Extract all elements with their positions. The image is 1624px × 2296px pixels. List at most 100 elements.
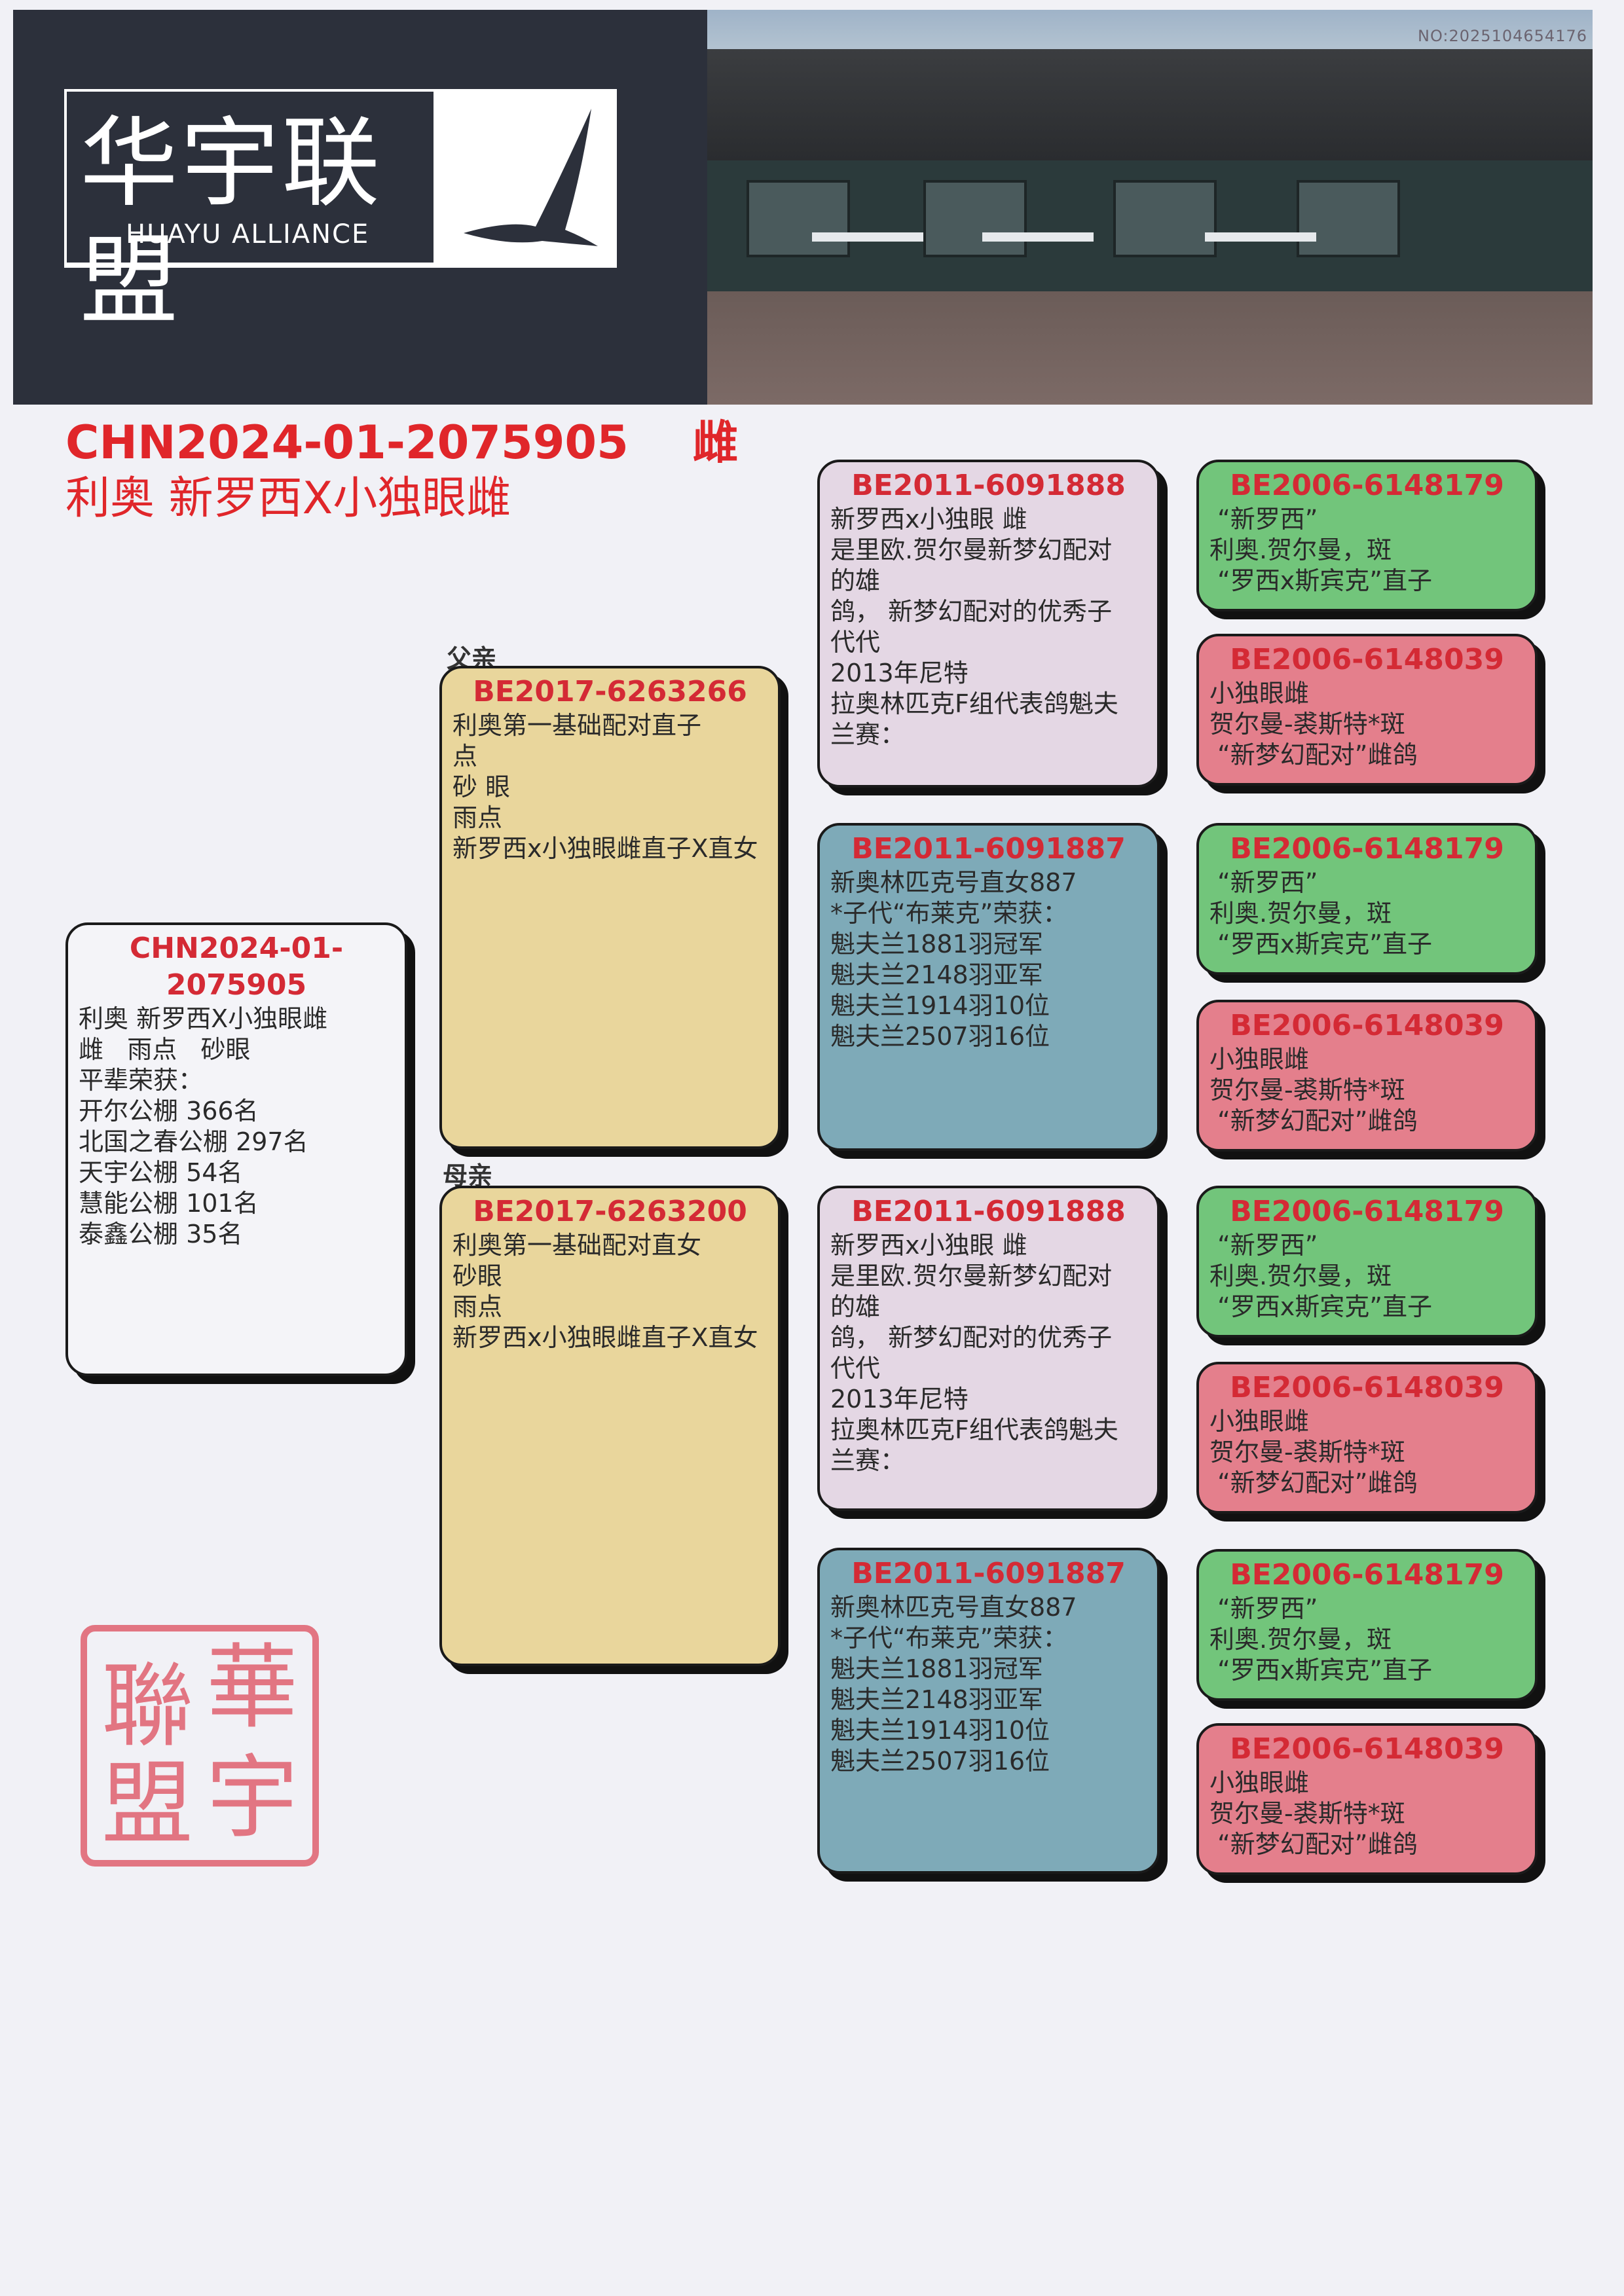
card-line: 雌 雨点 砂眼 [79, 1035, 251, 1064]
card-line: 新罗西x小独眼雌直子X直女 [452, 1323, 758, 1352]
card-line: “新梦幻配对”雌鸽 [1209, 740, 1418, 769]
card-line: 魁夫兰1914羽10位 [830, 1716, 1050, 1745]
ring-number: BE2017-6263200 [473, 1195, 747, 1228]
card-line: 小独眼雌 [1209, 679, 1310, 708]
card-line: 平辈荣获： [79, 1066, 204, 1095]
card-line: “罗西x斯宾克”直子 [1209, 1656, 1432, 1685]
card-line: “新罗西” [1209, 1231, 1318, 1260]
card-line: 北国之春公棚 297名 [79, 1127, 308, 1156]
card-line: 魁夫兰2507羽16位 [830, 1747, 1050, 1776]
card-line: 魁夫兰2507羽16位 [830, 1022, 1050, 1051]
card-line: 兰赛： [830, 1446, 906, 1475]
card-line: “罗西x斯宾克”直子 [1209, 930, 1432, 958]
card-line: 慧能公棚 101名 [79, 1189, 259, 1218]
card-line: 小独眼雌 [1209, 1407, 1310, 1436]
card-line: 代代 [830, 1354, 881, 1383]
card-line: 天宇公棚 54名 [79, 1158, 243, 1187]
ring-number: BE2006-6148039 [1230, 643, 1504, 676]
sex: 雌 [692, 416, 739, 469]
card-line: 是里欧.贺尔曼新梦幻配对 [830, 1262, 1113, 1290]
card-line: “罗西x斯宾克”直子 [1209, 566, 1432, 595]
card-line: 2013年尼特 [830, 1385, 969, 1413]
card-line: 雨点 [452, 1292, 503, 1321]
sire-card: BE2017-6263266 利奥第一基础配对直子点砂 眼雨点新罗西x小独眼雌直子… [439, 666, 781, 1149]
grandparent-card: BE2011-6091888 新罗西x小独眼 雌是里欧.贺尔曼新梦幻配对的雄鸽， … [817, 1186, 1160, 1511]
dam-label: 母亲 [443, 1161, 493, 1190]
ring-number: BE2006-6148039 [1230, 1371, 1504, 1404]
card-line: “新梦幻配对”雌鸽 [1209, 1468, 1418, 1497]
card-line: “新罗西” [1209, 505, 1318, 534]
loft-photo [707, 10, 1593, 405]
great-grandparent-card: BE2006-6148179 “新罗西”利奥.贺尔曼，斑 “罗西x斯宾克”直子 [1196, 823, 1538, 975]
card-line: 是里欧.贺尔曼新梦幻配对 [830, 536, 1113, 564]
card-line: 新奥林匹克号直女887 [830, 868, 1077, 897]
card-line: “新罗西” [1209, 1594, 1318, 1623]
card-line: “新梦幻配对”雌鸽 [1209, 1830, 1418, 1859]
card-line: “罗西x斯宾克”直子 [1209, 1292, 1432, 1321]
card-line: 新罗西x小独眼 雌 [830, 505, 1027, 534]
seal-stamp: 華 宇 聯 盟 [81, 1625, 319, 1867]
card-line: *子代“布莱克”荣获： [830, 899, 1068, 928]
card-line: 砂眼 [452, 1262, 503, 1290]
card-line: 贺尔曼-裘斯特*斑 [1209, 1799, 1405, 1828]
great-grandparent-card: BE2006-6148179 “新罗西”利奥.贺尔曼，斑 “罗西x斯宾克”直子 [1196, 1186, 1538, 1338]
ring-number: BE2006-6148179 [1230, 1558, 1504, 1592]
card-line: 点 [452, 742, 478, 771]
ring-number: BE2017-6263266 [473, 675, 747, 708]
huayu-logo: 华宇联盟 HUAYU ALLIANCE [63, 88, 618, 338]
card-line: 利奥.贺尔曼，斑 [1209, 1262, 1392, 1290]
card-line: 利奥.贺尔曼，斑 [1209, 899, 1392, 928]
card-line: 魁夫兰1881羽冠军 [830, 930, 1043, 958]
logo-english: HUAYU ALLIANCE [126, 219, 370, 249]
card-line: 魁夫兰2148羽亚军 [830, 1685, 1043, 1714]
bird-name: 利奥 新罗西X小独眼雌 [65, 473, 511, 524]
card-line: 小独眼雌 [1209, 1768, 1310, 1797]
card-line: 拉奥林匹克F组代表鸽魁夫 [830, 689, 1118, 718]
card-line: 利奥第一基础配对直子 [452, 711, 702, 740]
ring-number: BE2006-6148179 [1230, 832, 1504, 866]
ring-number: CHN2024-01-2075905 [65, 416, 629, 469]
card-line: 的雄 [830, 1292, 881, 1321]
card-line: 贺尔曼-裘斯特*斑 [1209, 1076, 1405, 1104]
card-line: 贺尔曼-裘斯特*斑 [1209, 1438, 1405, 1467]
ring-number: BE2006-6148039 [1230, 1009, 1504, 1042]
card-line: 新罗西x小独眼 雌 [830, 1231, 1027, 1260]
card-line: 贺尔曼-裘斯特*斑 [1209, 710, 1405, 738]
card-line: 魁夫兰1914羽10位 [830, 991, 1050, 1020]
ring-number: BE2006-6148039 [1230, 1732, 1504, 1766]
card-line: 泰鑫公棚 35名 [79, 1220, 243, 1248]
card-line: 小独眼雌 [1209, 1045, 1310, 1074]
great-grandparent-card: BE2006-6148179 “新罗西”利奥.贺尔曼，斑 “罗西x斯宾克”直子 [1196, 460, 1538, 611]
ring-number: BE2011-6091887 [851, 1557, 1126, 1590]
card-line: 开尔公棚 366名 [79, 1097, 259, 1125]
card-line: 鸽， 新梦幻配对的优秀子 [830, 597, 1113, 626]
logo-chinese: 华宇联盟 [80, 107, 383, 338]
card-line: 魁夫兰1881羽冠军 [830, 1654, 1043, 1683]
card-line: 利奥 新罗西X小独眼雌 [79, 1004, 328, 1033]
card-line: 雨点 [452, 803, 503, 832]
card-line: “新梦幻配对”雌鸽 [1209, 1106, 1418, 1135]
great-grandparent-card: BE2006-6148039 小独眼雌贺尔曼-裘斯特*斑 “新梦幻配对”雌鸽 [1196, 634, 1538, 786]
card-line: 砂 眼 [452, 773, 511, 801]
card-line: 新奥林匹克号直女887 [830, 1593, 1077, 1622]
card-line: 代代 [830, 628, 881, 657]
ring-number: BE2011-6091888 [851, 1195, 1126, 1228]
card-line: *子代“布莱克”荣获： [830, 1624, 1068, 1652]
ring-number: CHN2024-01-2075905 [129, 932, 344, 1002]
card-line: 魁夫兰2148羽亚军 [830, 960, 1043, 989]
card-line: 利奥.贺尔曼，斑 [1209, 536, 1392, 564]
card-line: 鸽， 新梦幻配对的优秀子 [830, 1323, 1113, 1352]
card-line: 拉奥林匹克F组代表鸽魁夫 [830, 1415, 1118, 1444]
card-line: “新罗西” [1209, 868, 1318, 897]
document-number: NO:2025104654176 [1417, 27, 1587, 45]
ring-number: BE2011-6091888 [851, 469, 1126, 502]
great-grandparent-card: BE2006-6148179 “新罗西”利奥.贺尔曼，斑 “罗西x斯宾克”直子 [1196, 1549, 1538, 1701]
card-line: 兰赛： [830, 720, 906, 749]
card-line: 新罗西x小独眼雌直子X直女 [452, 834, 758, 863]
